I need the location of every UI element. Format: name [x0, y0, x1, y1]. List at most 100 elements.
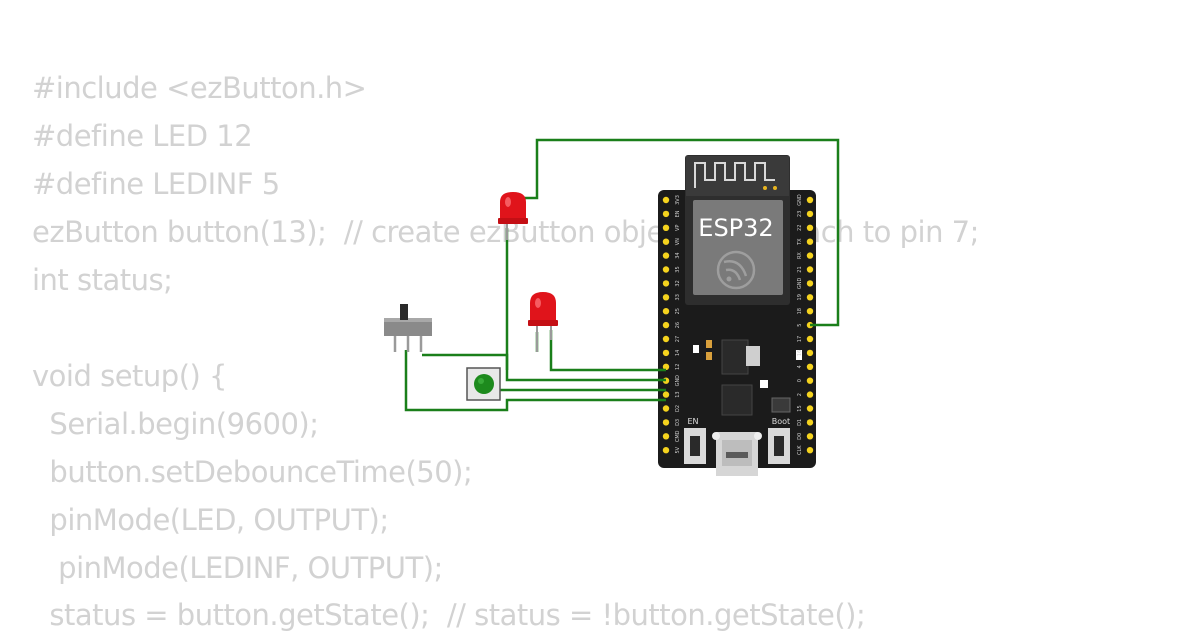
- right-pin-label: 15: [797, 405, 803, 411]
- left-pin-33[interactable]: [662, 294, 670, 301]
- right-pin-label: 5: [797, 324, 803, 327]
- right-pin-gnd[interactable]: [806, 280, 814, 287]
- board-label: ESP32: [698, 214, 773, 242]
- right-pin-tx[interactable]: [806, 238, 814, 245]
- right-pin-label: 18: [797, 308, 803, 314]
- right-pin-2[interactable]: [806, 391, 814, 398]
- right-pin-clk[interactable]: [806, 447, 814, 454]
- left-pin-label: EN: [675, 210, 681, 217]
- right-pin-label: CLK: [797, 445, 803, 455]
- left-pin-label: 26: [675, 322, 681, 328]
- right-pin-label: D0: [797, 433, 803, 440]
- en-button-label: EN: [687, 417, 698, 426]
- right-pin-label: 23: [797, 211, 803, 217]
- right-pin-0[interactable]: [806, 377, 814, 384]
- left-pin-label: 33: [675, 294, 681, 300]
- code-line-3: #define LEDINF 5: [32, 167, 280, 201]
- right-pin-16[interactable]: [806, 349, 814, 357]
- slide-switch[interactable]: [384, 304, 432, 352]
- right-pin-rx[interactable]: [806, 252, 814, 259]
- left-pin-5v[interactable]: [662, 447, 670, 454]
- right-pin-label: 21: [797, 266, 803, 272]
- left-pin-25[interactable]: [662, 308, 670, 315]
- wire-led1-to-gnd: [505, 228, 666, 382]
- wire-led2-to-pin12: [549, 330, 666, 372]
- left-pin-34[interactable]: [662, 252, 670, 259]
- code-line-10: pinMode(LED, OUTPUT);: [32, 503, 389, 537]
- left-pin-en[interactable]: [662, 210, 670, 218]
- left-pin-label: GND: [675, 375, 681, 387]
- left-pin-d3[interactable]: [662, 419, 670, 426]
- wire-switch-to-button: [422, 353, 509, 370]
- right-pin-d0[interactable]: [806, 433, 814, 440]
- left-pin-label: 25: [675, 308, 681, 314]
- right-pin-label: 16: [797, 350, 803, 356]
- right-pin-label: 0: [797, 379, 803, 382]
- left-pin-12[interactable]: [662, 363, 670, 370]
- code-line-1: #include <ezButton.h>: [32, 71, 367, 105]
- right-pin-label: 2: [797, 393, 803, 396]
- wire-switch-to-gnd: [404, 350, 666, 412]
- left-pin-label: 12: [675, 364, 681, 370]
- left-pin-label: 32: [675, 280, 681, 286]
- espressif-logo-icon: [716, 250, 756, 290]
- right-pin-label: 22: [797, 225, 803, 231]
- left-pin-label: 3V3: [675, 195, 681, 205]
- code-line-2: #define LED 12: [32, 119, 253, 153]
- left-pin-label: 35: [675, 266, 681, 272]
- left-pin-cmd[interactable]: [662, 433, 670, 440]
- left-pin-d2[interactable]: [662, 405, 670, 412]
- left-pin-13[interactable]: [662, 391, 670, 398]
- left-pin-label: 34: [675, 252, 681, 258]
- right-pin-18[interactable]: [806, 308, 814, 315]
- left-pin-label: 27: [675, 336, 681, 342]
- left-pin-label: CMD: [675, 430, 681, 442]
- code-line-12: status = button.getState(); // status = …: [32, 598, 866, 632]
- right-pin-15[interactable]: [806, 405, 814, 412]
- right-pin-label: GND: [797, 194, 803, 206]
- left-pin-26[interactable]: [662, 321, 670, 329]
- code-line-11: pinMode(LEDINF, OUTPUT);: [32, 551, 443, 585]
- right-pin-label: 17: [797, 336, 803, 342]
- right-pin-label: 19: [797, 294, 803, 300]
- right-pin-22[interactable]: [806, 224, 814, 231]
- right-pin-label: RX: [797, 252, 803, 259]
- right-pin-label: TX: [797, 238, 803, 246]
- left-pin-label: VN: [675, 238, 681, 245]
- left-pin-label: D2: [675, 405, 681, 412]
- left-pin-35[interactable]: [662, 266, 670, 273]
- boot-button-label: Boot: [772, 417, 790, 426]
- right-pin-17[interactable]: [806, 335, 814, 343]
- left-pin-14[interactable]: [662, 349, 670, 357]
- code-line-5: int status;: [32, 263, 173, 297]
- red-led-1[interactable]: [498, 192, 528, 240]
- left-pin-3v3[interactable]: [662, 196, 670, 204]
- left-pin-label: 14: [675, 350, 681, 356]
- left-pin-label: D3: [675, 419, 681, 426]
- red-led-2[interactable]: [528, 292, 558, 352]
- right-pin-label: GND: [797, 278, 803, 290]
- code-line-8: Serial.begin(9600);: [32, 407, 319, 441]
- left-pin-label: VP: [675, 225, 681, 231]
- code-line-7: void setup() {: [32, 359, 228, 393]
- right-pin-23[interactable]: [806, 210, 814, 218]
- left-pin-vp[interactable]: [662, 224, 670, 231]
- left-pin-27[interactable]: [662, 335, 670, 343]
- right-pin-21[interactable]: [806, 266, 814, 273]
- left-pin-32[interactable]: [662, 280, 670, 287]
- pushbutton[interactable]: [466, 367, 501, 401]
- right-pin-label: 4: [797, 365, 803, 368]
- left-pin-vn[interactable]: [662, 238, 670, 245]
- left-pin-label: 13: [675, 391, 681, 397]
- code-line-9: button.setDebounceTime(50);: [32, 455, 473, 489]
- left-pin-label: 5V: [675, 446, 681, 453]
- right-pin-19[interactable]: [806, 294, 814, 301]
- right-pin-gnd[interactable]: [806, 196, 814, 204]
- right-pin-4[interactable]: [806, 363, 814, 370]
- right-pin-label: D1: [797, 419, 803, 426]
- right-pin-d1[interactable]: [806, 419, 814, 426]
